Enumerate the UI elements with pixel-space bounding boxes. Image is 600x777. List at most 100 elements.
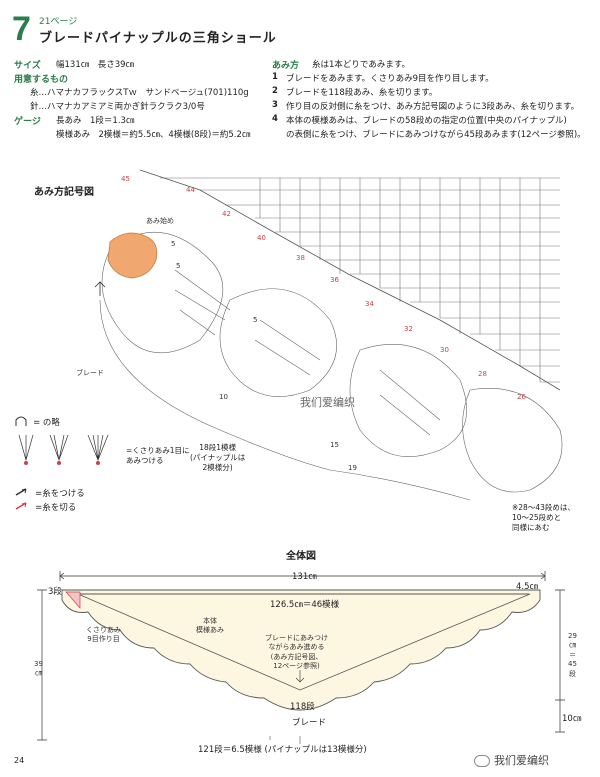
start-motif bbox=[107, 232, 158, 279]
instruction-step-text: の表側に糸をつけ、ブレードにあみつけながら45段あみます(12ページ参照)。 bbox=[286, 130, 586, 140]
cut-yarn-icon bbox=[15, 501, 27, 510]
instruction-step-number: 3 bbox=[272, 100, 278, 110]
row-number: 36 bbox=[330, 276, 339, 284]
rows-note: ※28～43段めは、 10～25段めと 同様にあむ bbox=[512, 503, 575, 533]
row-number: 30 bbox=[440, 346, 449, 354]
stitch-symbols-icon bbox=[18, 434, 109, 465]
legend-attach: =糸をつける bbox=[14, 481, 85, 500]
start-label: あみ始め bbox=[146, 217, 174, 225]
pattern-title: ブレードパイナップルの三角ショール bbox=[39, 31, 277, 46]
row-number: 40 bbox=[257, 234, 266, 242]
braid-pineapples bbox=[99, 231, 563, 501]
row-number: 34 bbox=[365, 300, 374, 308]
height-right-bottom: 10㎝ bbox=[562, 714, 582, 724]
needle-line: 針…ハマナカアミアミ両かぎ針ラクラク3/0号 bbox=[30, 102, 205, 112]
materials-label: 用意するもの bbox=[14, 75, 69, 85]
join-label-line: ながらあみ進める bbox=[268, 643, 325, 652]
rows-note-line: 10～25段めと bbox=[512, 513, 562, 523]
body-label: 本体 模様あみ bbox=[196, 617, 224, 636]
attach-yarn-icon bbox=[15, 487, 27, 496]
chain-label-line: 9目作り目 bbox=[87, 635, 120, 644]
row-number: 26 bbox=[517, 393, 526, 401]
gauge-line-2: 模様あみ 2模様＝約5.5㎝、4模様(8段)＝約5.2㎝ bbox=[56, 130, 251, 140]
legend-picot: = の略 bbox=[14, 410, 60, 429]
overall-shape-diagram bbox=[37, 571, 565, 744]
page-reference: 21ページ bbox=[39, 17, 78, 27]
picot-icon bbox=[15, 416, 27, 426]
wechat-icon bbox=[474, 755, 490, 767]
crochet-chart-diagram bbox=[94, 169, 563, 501]
rows-note-line: 同様にあむ bbox=[512, 523, 550, 533]
chain-label: くさりあみ 9目作り目 bbox=[86, 626, 121, 645]
braid-row-number: 10 bbox=[219, 393, 228, 401]
direction-arrow bbox=[94, 281, 106, 296]
size-label: サイズ bbox=[14, 61, 41, 71]
legend-join-line: あみつける bbox=[126, 456, 164, 466]
overall-left-edge: 3段 bbox=[48, 587, 62, 597]
braid-label-chart: ブレード bbox=[76, 369, 104, 377]
overall-right-edge: 4.5㎝ bbox=[516, 582, 539, 592]
height-left-unit: ㎝ bbox=[34, 669, 42, 678]
repeat-note-line: 2模様分) bbox=[202, 463, 233, 473]
legend-picot-text: = の略 bbox=[33, 418, 60, 428]
overall-width: 131㎝ bbox=[292, 572, 317, 582]
repeat-note-line: (パイナップルは bbox=[190, 453, 246, 463]
row-number: 44 bbox=[186, 186, 195, 194]
height-left: 39 ㎝ bbox=[34, 660, 43, 679]
height-right-line: ㎝ bbox=[568, 641, 576, 650]
braid-row-number: 5 bbox=[171, 240, 176, 248]
instruction-step-number: 1 bbox=[272, 72, 278, 82]
height-right-line: 29 bbox=[568, 632, 577, 640]
overall-rows-118: 118段 bbox=[290, 702, 315, 712]
body-label-line: 本体 bbox=[203, 617, 217, 625]
height-right: 29 ㎝ ＝ 45 段 bbox=[568, 632, 577, 679]
overall-inner-width: 126.5㎝＝46模様 bbox=[270, 600, 340, 610]
join-label-line: ブレードにあみつけ bbox=[265, 634, 328, 642]
start-corner bbox=[65, 591, 81, 609]
repeat-note: 18段1模様 (パイナップルは 2模様分) bbox=[190, 443, 245, 473]
page-number: 24 bbox=[14, 756, 25, 765]
instruction-step-text: 本体の模様あみは、ブレードの58段めの指定の位置(中央のパイナップル) bbox=[286, 116, 567, 126]
chain-label-line: くさりあみ bbox=[86, 626, 121, 634]
overall-bottom-note: 121段＝6.5模様 (パイナップルは13模様分) bbox=[198, 745, 367, 755]
gauge-line-1: 長あみ 1段＝1.3㎝ bbox=[56, 116, 135, 126]
pattern-number: 7 bbox=[12, 10, 31, 48]
instruction-step-number: 4 bbox=[272, 114, 278, 124]
row-number: 32 bbox=[404, 325, 413, 333]
body-grid-lines bbox=[160, 177, 560, 383]
join-label: ブレードにあみつけ ながらあみ進める (あみ方記号図、 12ページ参照) bbox=[265, 634, 328, 672]
legend-join-line: =くさりあみ1目に bbox=[126, 446, 190, 455]
height-right-line: 45 bbox=[568, 660, 577, 669]
body-label-line: 模様あみ bbox=[196, 626, 224, 635]
yarn-line: 糸…ハマナカフラックスTｗ サンドベージュ(701)110g bbox=[30, 88, 249, 98]
row-number: 38 bbox=[296, 254, 305, 262]
join-label-line: (あみ方記号図、 bbox=[270, 652, 323, 661]
braid-row-number: 5 bbox=[253, 316, 258, 324]
legend-cut-text: =糸を切る bbox=[35, 503, 77, 513]
chart-watermark: 我们爱编织 bbox=[300, 396, 355, 409]
overall-section-title: 全体図 bbox=[286, 551, 316, 562]
row-number: 42 bbox=[222, 210, 231, 218]
instruction-step-text: ブレードを118段あみ、糸を切ります。 bbox=[286, 88, 438, 98]
gauge-label: ゲージ bbox=[14, 117, 41, 127]
instruction-step-text: 作り目の反対側に糸をつけ、あみ方記号図のように3段あみ、糸を切ります。 bbox=[286, 102, 580, 112]
wechat-mark: 我们爱编织 bbox=[474, 752, 549, 768]
row-number: 45 bbox=[121, 175, 130, 183]
shawl-outline bbox=[61, 589, 541, 711]
overall-braid-label: ブレード bbox=[292, 718, 327, 728]
legend-attach-text: =糸をつける bbox=[35, 489, 85, 499]
chart-section-title: あみ方記号図 bbox=[34, 187, 94, 198]
legend-join-note: =くさりあみ1目に あみつける bbox=[126, 446, 190, 466]
instruction-step-number: 2 bbox=[272, 86, 278, 96]
wechat-mark-text: 我们爱编织 bbox=[494, 754, 549, 767]
braid-row-number: 5 bbox=[176, 262, 181, 270]
join-label-line: 12ページ参照) bbox=[273, 662, 320, 671]
braid-row-number: 19 bbox=[348, 464, 357, 472]
height-left-value: 39 bbox=[34, 660, 43, 668]
rows-note-line: ※28～43段めは、 bbox=[512, 503, 575, 512]
legend-cut: =糸を切る bbox=[14, 495, 76, 514]
instruction-step-text: ブレードをあみます。くさりあみ9目を作り目します。 bbox=[286, 74, 494, 84]
repeat-note-line: 18段1模様 bbox=[199, 443, 237, 452]
height-right-line: ＝ bbox=[568, 650, 576, 659]
body-diagonal-edge bbox=[139, 169, 561, 391]
